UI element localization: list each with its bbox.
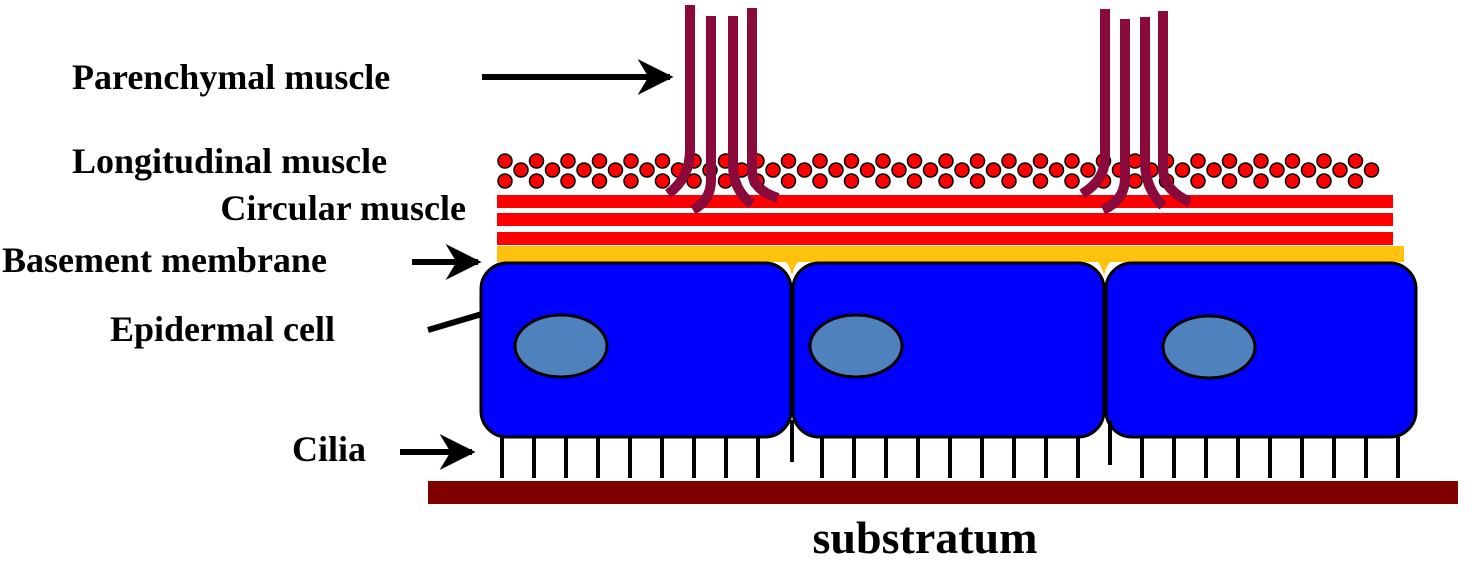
circular-muscle-label: Circular muscle: [220, 188, 466, 228]
longitudinal-muscle-fiber: [1347, 173, 1364, 189]
longitudinal-muscle-fiber: [1206, 162, 1222, 178]
longitudinal-muscle-fiber: [623, 173, 639, 189]
longitudinal-muscle-fiber: [1316, 153, 1332, 169]
longitudinal-muscle-fiber: [497, 153, 513, 169]
longitudinal-muscle-fiber: [906, 153, 923, 169]
longitudinal-muscle-fiber: [1032, 153, 1049, 169]
longitudinal-muscle-fiber: [796, 162, 813, 178]
longitudinal-muscle-fiber: [591, 153, 608, 169]
longitudinal-muscle-fiber: [1001, 173, 1017, 189]
longitudinal-muscle-fiber: [591, 173, 608, 189]
longitudinal-muscle-fiber: [528, 153, 545, 169]
longitudinal-muscle-fiber: [969, 153, 986, 169]
longitudinal-muscle-fiber: [1127, 153, 1143, 169]
longitudinal-muscle-fiber: [1316, 173, 1332, 189]
longitudinal-muscle-fiber: [1347, 153, 1364, 169]
cilia-group: [500, 437, 1400, 478]
substratum-label: substratum: [813, 512, 1038, 563]
longitudinal-muscle-fiber: [859, 162, 876, 178]
longitudinal-muscle-fiber: [812, 153, 828, 169]
longitudinal-muscle-fiber: [780, 173, 797, 189]
longitudinal-muscle-fiber: [812, 173, 828, 189]
longitudinal-muscle-fiber: [954, 162, 970, 178]
cilia-label: Cilia: [292, 429, 366, 469]
longitudinal-muscle-fiber: [560, 153, 576, 169]
longitudinal-muscle-fiber: [1174, 162, 1191, 178]
longitudinal-muscle-fiber: [1032, 173, 1049, 189]
circular-muscle-band: [497, 232, 1393, 245]
longitudinal-muscle-fiber: [875, 173, 891, 189]
longitudinal-muscle-fiber: [654, 173, 671, 189]
longitudinal-muscle-fiber: [1363, 162, 1380, 178]
longitudinal-muscle-fiber: [1190, 153, 1206, 169]
epidermal-cell: [791, 261, 1106, 439]
longitudinal-muscle-fiber: [843, 153, 860, 169]
longitudinal-muscle-label: Longitudinal muscle: [72, 141, 387, 181]
circular-muscle-band: [497, 195, 1393, 208]
longitudinal-muscle-fiber: [765, 162, 781, 178]
nuclei: [513, 313, 1257, 380]
substratum-bar: [428, 481, 1458, 504]
longitudinal-muscle-fiber: [1284, 153, 1301, 169]
nucleus: [1161, 314, 1257, 380]
longitudinal-muscle-fiber: [1253, 173, 1269, 189]
nucleus: [513, 313, 609, 379]
longitudinal-muscle-fiber: [969, 173, 986, 189]
longitudinal-muscle-fiber: [1284, 173, 1301, 189]
longitudinal-muscle-fiber: [654, 153, 671, 169]
circular-muscle-layer: [497, 195, 1393, 245]
longitudinal-muscle-fiber: [906, 173, 923, 189]
longitudinal-muscle-fiber: [1253, 153, 1269, 169]
longitudinal-muscle-fiber: [1080, 162, 1096, 178]
longitudinal-muscle-fiber: [780, 153, 797, 169]
longitudinal-muscle-fiber: [843, 173, 860, 189]
longitudinal-muscle-fiber: [1190, 173, 1206, 189]
longitudinal-muscle-fiber: [1048, 162, 1065, 178]
longitudinal-muscle-fiber: [607, 162, 624, 178]
longitudinal-muscle-fiber: [1001, 153, 1017, 169]
longitudinal-muscle-fiber: [623, 153, 639, 169]
longitudinal-muscle-layer: [497, 153, 1380, 189]
longitudinal-muscle-fiber: [686, 173, 702, 189]
longitudinal-muscle-fiber: [938, 153, 954, 169]
longitudinal-muscle-fiber: [528, 173, 545, 189]
epidermal-cell-label: Epidermal cell: [110, 309, 335, 349]
longitudinal-muscle-fiber: [891, 162, 907, 178]
longitudinal-muscle-fiber: [875, 153, 891, 169]
longitudinal-muscle-fiber: [828, 162, 844, 178]
epidermal-cells: [479, 261, 1418, 439]
epidermal-cell: [1104, 261, 1418, 439]
longitudinal-muscle-fiber: [639, 162, 655, 178]
longitudinal-muscle-fiber: [1064, 153, 1080, 169]
longitudinal-muscle-fiber: [1269, 162, 1285, 178]
nucleus: [808, 313, 904, 379]
longitudinal-muscle-fiber: [1332, 162, 1348, 178]
longitudinal-muscle-fiber: [1221, 153, 1238, 169]
circular-muscle-band: [497, 213, 1393, 226]
longitudinal-muscle-fiber: [576, 162, 592, 178]
longitudinal-muscle-fiber: [1127, 173, 1143, 189]
longitudinal-muscle-fiber: [1237, 162, 1254, 178]
pointer-epidermal: [427, 311, 483, 333]
parenchymal-muscle-left: [664, 5, 780, 215]
parenchymal-muscle-label: Parenchymal muscle: [72, 57, 390, 97]
longitudinal-muscle-fiber: [1017, 162, 1033, 178]
basement-membrane-label: Basement membrane: [2, 240, 327, 280]
longitudinal-muscle-fiber: [513, 162, 529, 178]
longitudinal-muscle-fiber: [497, 173, 513, 189]
longitudinal-muscle-fiber: [544, 162, 561, 178]
parenchymal-muscle-right: [1079, 9, 1193, 215]
longitudinal-muscle-fiber: [1064, 173, 1080, 189]
longitudinal-muscle-fiber: [1300, 162, 1317, 178]
epidermal-cell: [479, 261, 793, 439]
longitudinal-muscle-fiber: [922, 162, 939, 178]
longitudinal-muscle-fiber: [938, 173, 954, 189]
longitudinal-muscle-fiber: [560, 173, 576, 189]
longitudinal-muscle-fiber: [985, 162, 1002, 178]
longitudinal-muscle-fiber: [1221, 173, 1238, 189]
